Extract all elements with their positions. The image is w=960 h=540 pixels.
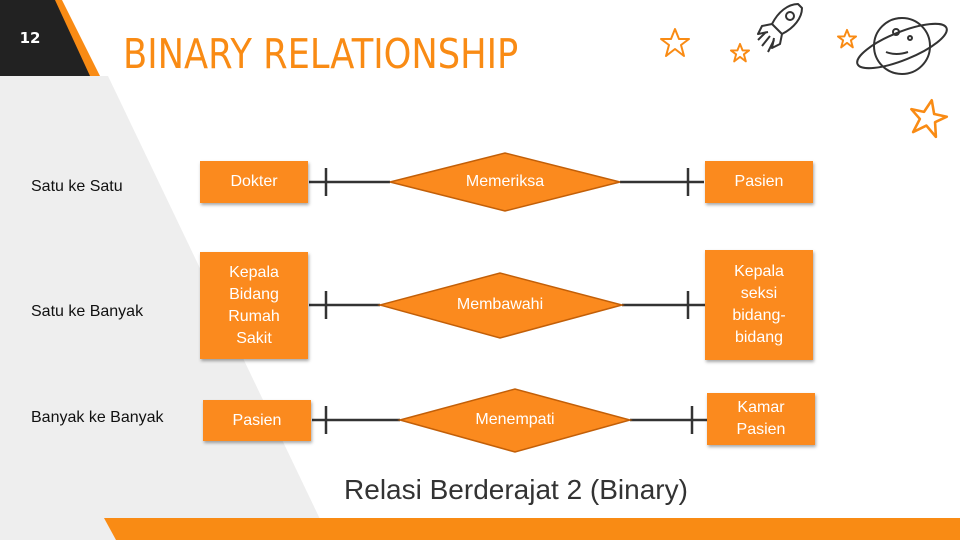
relationship-label: Memeriksa bbox=[465, 173, 545, 190]
connector-line bbox=[309, 291, 705, 319]
entity-box: Pasien bbox=[203, 400, 311, 441]
row-label-many-to-many: Banyak ke Banyak bbox=[31, 409, 164, 426]
slide-number: 12 bbox=[19, 29, 41, 47]
entity-box: Kepala Bidang Rumah Sakit bbox=[200, 252, 308, 359]
row-label-one-to-many: Satu ke Banyak bbox=[31, 303, 144, 320]
relationship-diamond bbox=[389, 152, 621, 212]
entity-box: Pasien bbox=[705, 161, 813, 203]
entity-box: Dokter bbox=[200, 161, 308, 203]
slide-caption: Relasi Berderajat 2 (Binary) bbox=[344, 474, 688, 505]
star-icon bbox=[729, 42, 751, 63]
entity-box: Kepala seksi bidang- bidang bbox=[705, 250, 813, 360]
slide-number-corner-dark bbox=[0, 0, 90, 76]
slide-title: BINARY RELATIONSHIP bbox=[123, 30, 519, 78]
relationship-label: Menempati bbox=[475, 411, 555, 428]
relationship-diamond bbox=[377, 272, 625, 339]
planet-icon bbox=[856, 17, 948, 75]
rocket-icon bbox=[757, 3, 803, 53]
connector-line bbox=[309, 168, 704, 196]
entity-box: Kamar Pasien bbox=[707, 393, 815, 445]
star-icon bbox=[660, 28, 690, 57]
connector-line bbox=[312, 406, 708, 434]
bottom-orange-bar bbox=[104, 518, 960, 540]
row-label-one-to-one: Satu ke Satu bbox=[31, 178, 123, 195]
star-icon bbox=[910, 98, 949, 139]
star-icon bbox=[836, 28, 858, 49]
relationship-diamond bbox=[397, 388, 633, 453]
relationship-label: Membawahi bbox=[456, 296, 544, 313]
